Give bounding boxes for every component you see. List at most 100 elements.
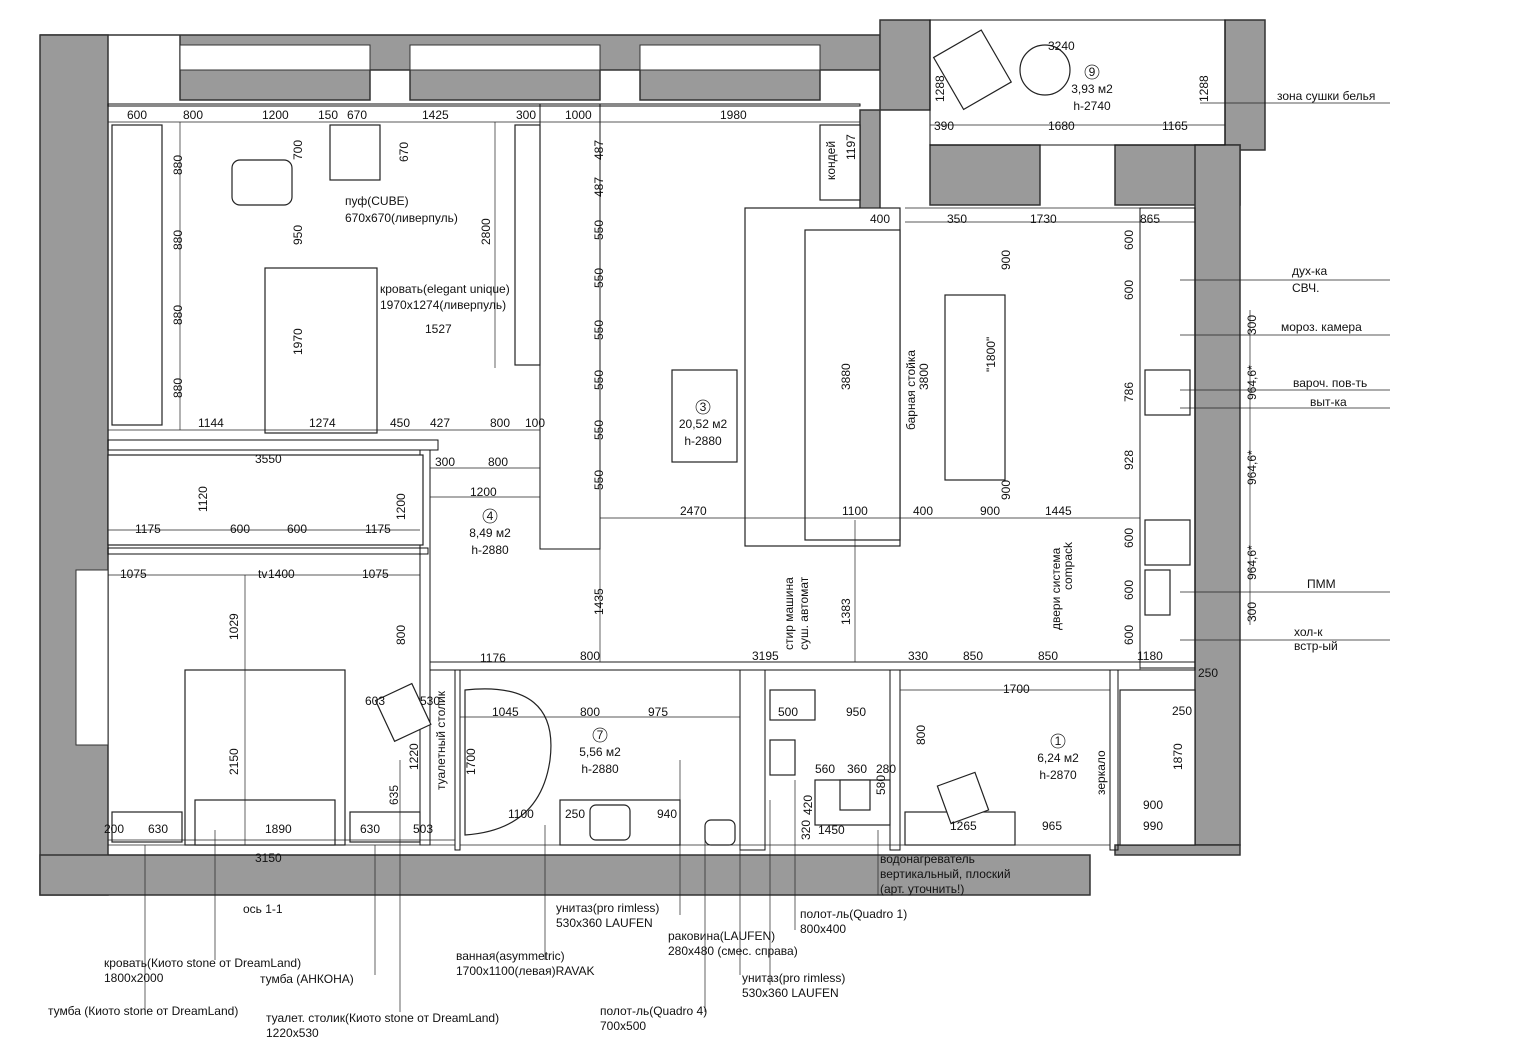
doors-label-2: compack	[1061, 541, 1075, 590]
dim: 865	[1140, 212, 1160, 226]
callout-sink: раковина(LAUFEN)	[668, 929, 775, 943]
dim: 600	[1122, 280, 1136, 300]
room-height: h-2880	[684, 434, 722, 448]
dim: 390	[934, 119, 954, 133]
dim: 940	[657, 807, 677, 821]
bed-size-label: 1970х1274(ливерпуль)	[380, 298, 506, 312]
room-4: 4 8,49 м2 h-2880	[469, 508, 511, 557]
callout-freezer: мороз. камера	[1281, 320, 1362, 334]
dim: 1274	[309, 416, 336, 430]
dim: 1200	[470, 485, 497, 499]
dim: 300	[516, 108, 536, 122]
dim: 1144	[198, 416, 224, 430]
dim: 880	[171, 155, 185, 175]
dim: 250	[565, 807, 585, 821]
doors-label: двери система	[1049, 547, 1063, 630]
dim: 1400	[268, 567, 295, 581]
dim: 965	[1042, 819, 1062, 833]
dim: 928	[1122, 450, 1136, 470]
dim: 320	[799, 820, 813, 840]
dim: 3880	[839, 363, 853, 390]
dim: 800	[490, 416, 510, 430]
callout-toilet-2-size: 530х360 LAUFEN	[742, 986, 839, 1000]
dim: 350	[947, 212, 967, 226]
dim: 630	[360, 822, 380, 836]
dim: 3195	[752, 649, 779, 663]
dim: 800	[488, 455, 508, 469]
dim: 635	[387, 785, 401, 805]
dim: 1450	[818, 823, 845, 837]
dim: 250	[1198, 666, 1218, 680]
dim: 2470	[680, 504, 707, 518]
dim: 1176	[480, 651, 506, 665]
callout-fridge: хол-к	[1294, 625, 1323, 639]
callout-water-heater-3: (арт. уточнить!)	[880, 882, 964, 896]
dim: 420	[801, 795, 815, 815]
callout-bed: кровать(Киото stone от DreamLand)	[104, 956, 301, 970]
dim: 900	[980, 504, 1000, 518]
dim: 1700	[464, 748, 478, 775]
dim: 1200	[262, 108, 289, 122]
dim: 800	[914, 725, 928, 745]
dim: 1000	[565, 108, 592, 122]
dim: 990	[1143, 819, 1163, 833]
tv-label: tv	[258, 567, 267, 581]
callout-water-heater: водонагреватель	[880, 852, 975, 866]
room-height: h-2880	[581, 762, 619, 776]
dim: 1890	[265, 822, 292, 836]
dim: 670	[347, 108, 367, 122]
callout-bath: ванная(asymmetric)	[456, 949, 565, 963]
room-9: 9 3,93 м2 h-2740	[1071, 64, 1113, 113]
dim: 786	[1122, 382, 1136, 402]
room-labels: 9 3,93 м2 h-2740 3 20,52 м2 h-2880 4 8,4…	[469, 64, 1113, 782]
dim: 800	[580, 649, 600, 663]
callout-towel-rail-1-size: 800х400	[800, 922, 846, 936]
puf-label: пуф(CUBE)	[345, 194, 409, 208]
dim: 850	[1038, 649, 1058, 663]
dim: 300	[435, 455, 455, 469]
bed-label: кровать(elegant unique)	[380, 282, 510, 296]
dim: 600	[1122, 580, 1136, 600]
dim: 487	[592, 177, 606, 197]
callout-dressing-table: туалет. столик(Киото stone от DreamLand)	[266, 1011, 499, 1025]
callout-fridge-2: встр-ый	[1294, 639, 1338, 653]
bar-size-label: 3800	[917, 363, 931, 390]
dim: 600	[230, 522, 250, 536]
dim: 1120	[196, 486, 210, 512]
callout-towel-rail-4: полот-ль(Quadro 4)	[600, 1004, 707, 1018]
dim: 800	[183, 108, 203, 122]
dryer-label: суш. автомат	[797, 576, 811, 650]
room-7: 7 5,56 м2 h-2880	[579, 727, 621, 776]
dim: 700	[291, 140, 305, 160]
dim: 1980	[720, 108, 747, 122]
dim: 670	[397, 142, 411, 162]
dim: 550	[592, 420, 606, 440]
dim: 580	[874, 775, 888, 795]
dim: 487	[592, 140, 606, 160]
dim: 427	[430, 416, 450, 430]
dim: 200	[104, 822, 124, 836]
room-area: 5,56 м2	[579, 745, 621, 759]
dim: 1527	[425, 322, 452, 336]
dim: 3240	[1048, 39, 1075, 53]
callout-hob: вароч. пов-ть	[1293, 376, 1367, 390]
dim: 1870	[1171, 743, 1185, 770]
furniture	[107, 29, 1196, 846]
room-area: 3,93 м2	[1071, 82, 1113, 96]
room-1: 1 6,24 м2 h-2870	[1037, 733, 1079, 782]
dim: 1045	[492, 705, 519, 719]
dimension-values: 3240 1288 1288 390 1680 1165 600 800 120…	[104, 39, 1259, 865]
callout-microwave: СВЧ.	[1292, 281, 1319, 295]
axis-label: ось 1-1	[243, 902, 283, 916]
room-area: 6,24 м2	[1037, 751, 1079, 765]
dim: 1220	[407, 743, 421, 770]
dim: 1383	[839, 598, 853, 625]
dim: 3550	[255, 452, 282, 466]
bottom-callouts: водонагреватель вертикальный, плоский (а…	[48, 760, 1011, 1040]
callout-toilet-2: унитаз(pro rimless)	[742, 971, 845, 985]
dim: 400	[870, 212, 890, 226]
dim: 400	[913, 504, 933, 518]
callout-dishwasher: ПММ	[1307, 577, 1336, 591]
dim: 900	[1143, 798, 1163, 812]
callout-towel-rail-4-size: 700х500	[600, 1019, 646, 1033]
